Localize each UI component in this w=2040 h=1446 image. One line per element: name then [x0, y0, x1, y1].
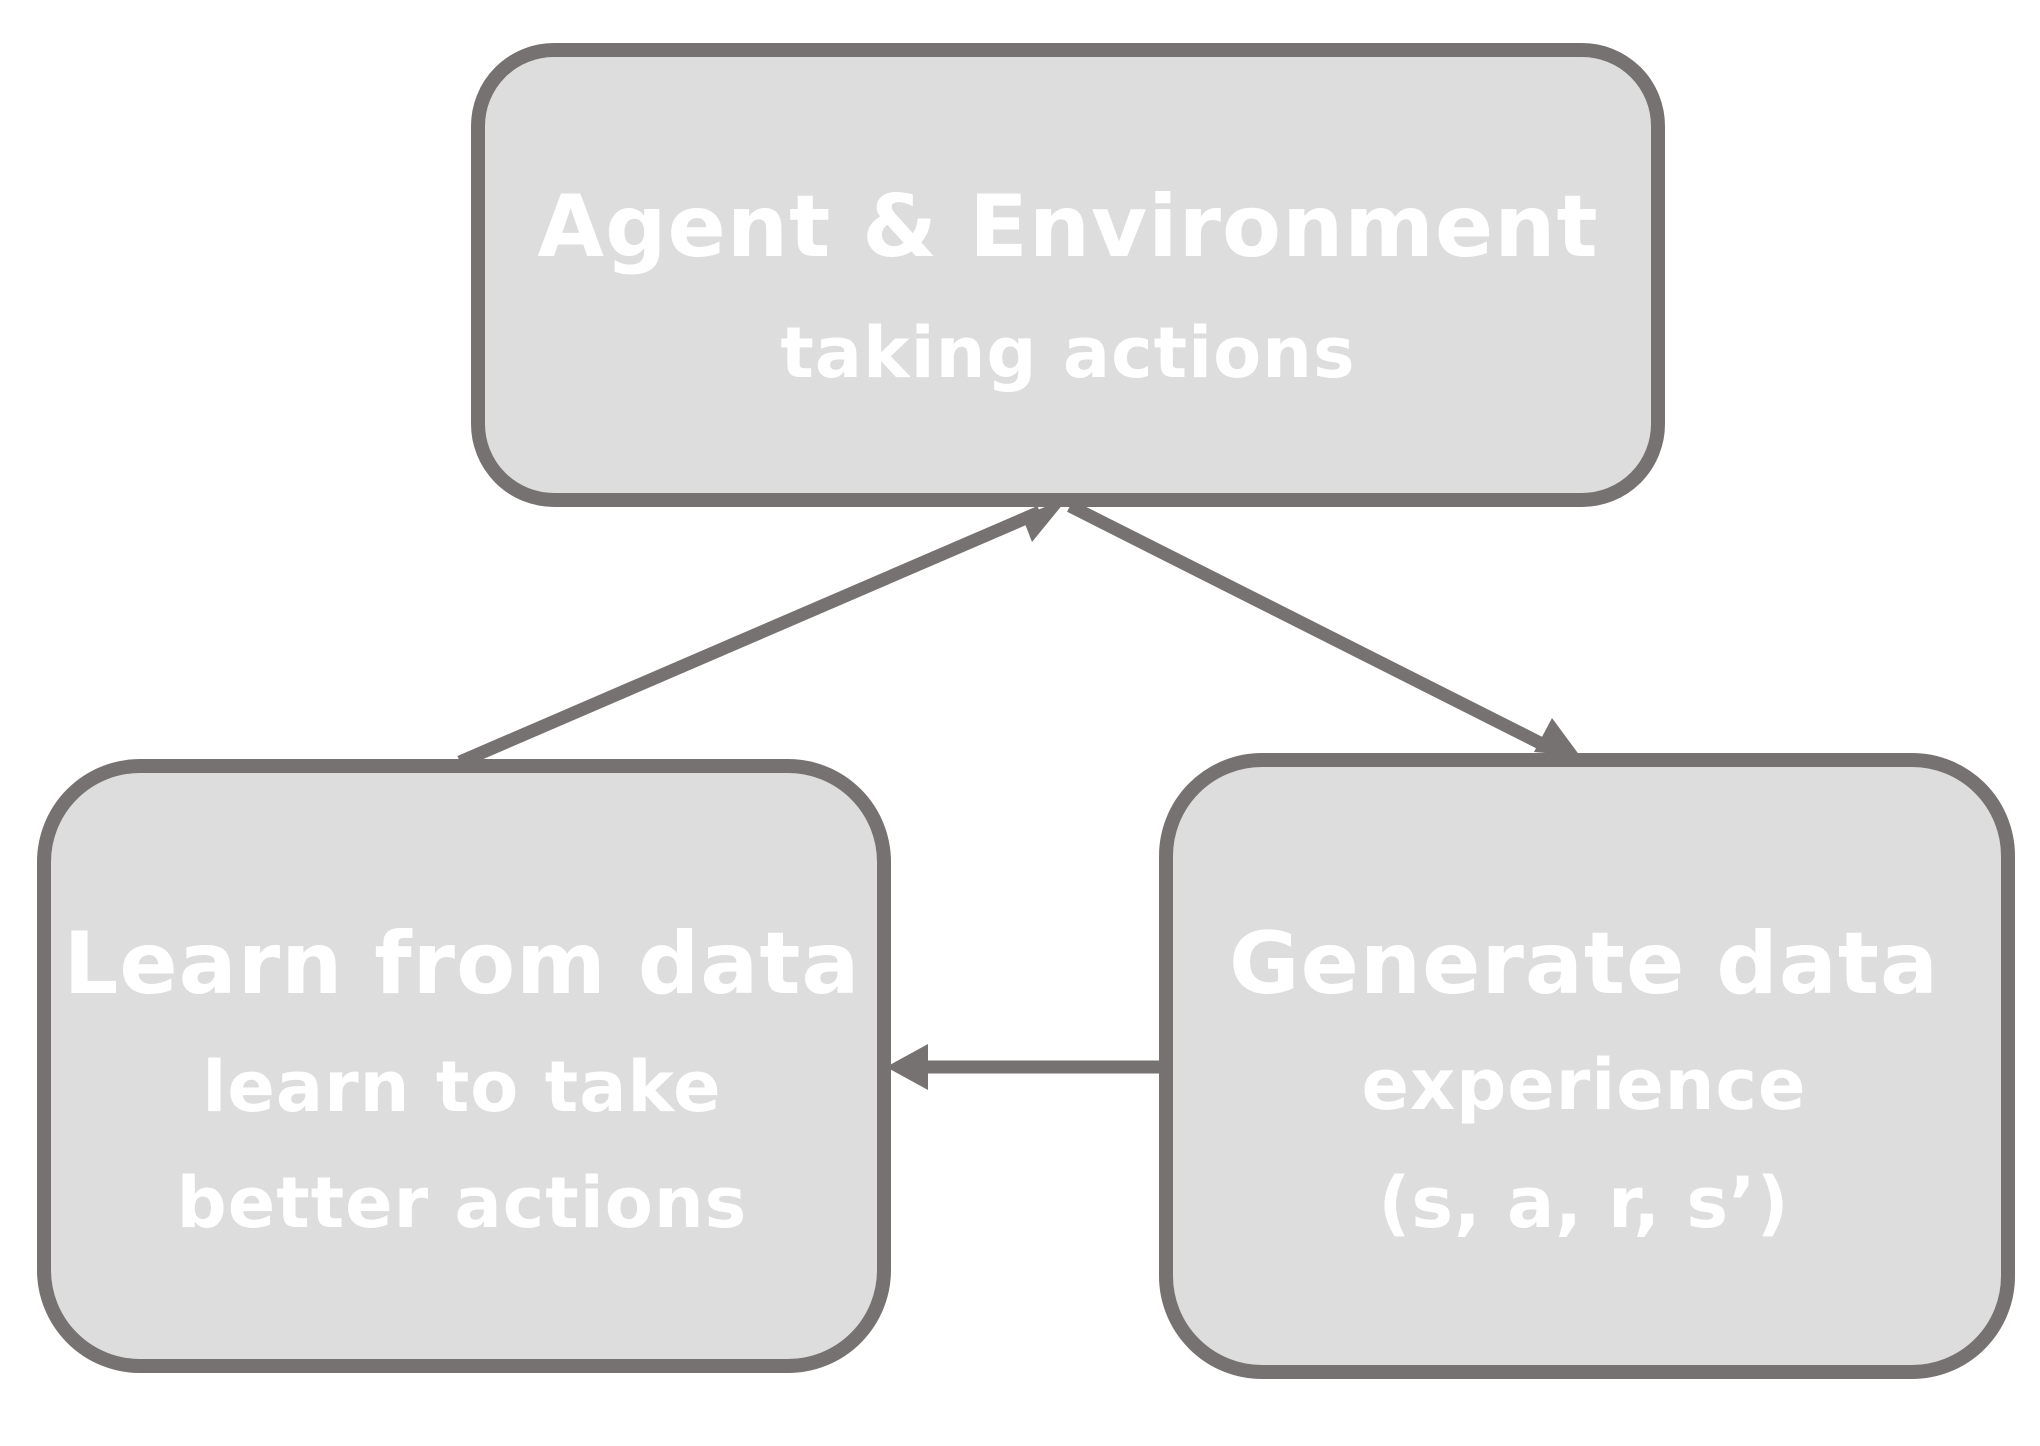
node-agent-environment: Agent & Environment taking actions: [471, 43, 1665, 507]
node-agent-subtitle: taking actions: [780, 312, 1355, 394]
node-learn-title: Learn from data: [64, 914, 861, 1014]
edge-learn-to-agent: [457, 506, 1043, 768]
edge-generate-to-learn-arrowhead: [886, 1044, 928, 1090]
edge-learn-to-agent-arrowhead: [1022, 498, 1068, 542]
edges: [457, 498, 1580, 1090]
node-generate-title: Generate data: [1229, 914, 1939, 1014]
node-generate-box: [1159, 753, 2015, 1379]
node-generate-line1: experience: [1361, 1044, 1806, 1126]
edge-agent-to-generate: [1067, 500, 1553, 754]
node-agent-box: [471, 43, 1665, 507]
node-learn-line2: better actions: [177, 1162, 748, 1244]
edge-agent-to-generate-arrowhead: [1534, 718, 1580, 756]
node-generate-data: Generate data experience (s, a, r, s’): [1159, 753, 2015, 1379]
node-generate-line2: (s, a, r, s’): [1378, 1162, 1789, 1244]
node-learn-from-data: Learn from data learn to take better act…: [37, 759, 891, 1373]
node-agent-title: Agent & Environment: [537, 177, 1598, 277]
node-learn-line1: learn to take: [202, 1046, 721, 1128]
node-learn-box: [37, 759, 891, 1373]
